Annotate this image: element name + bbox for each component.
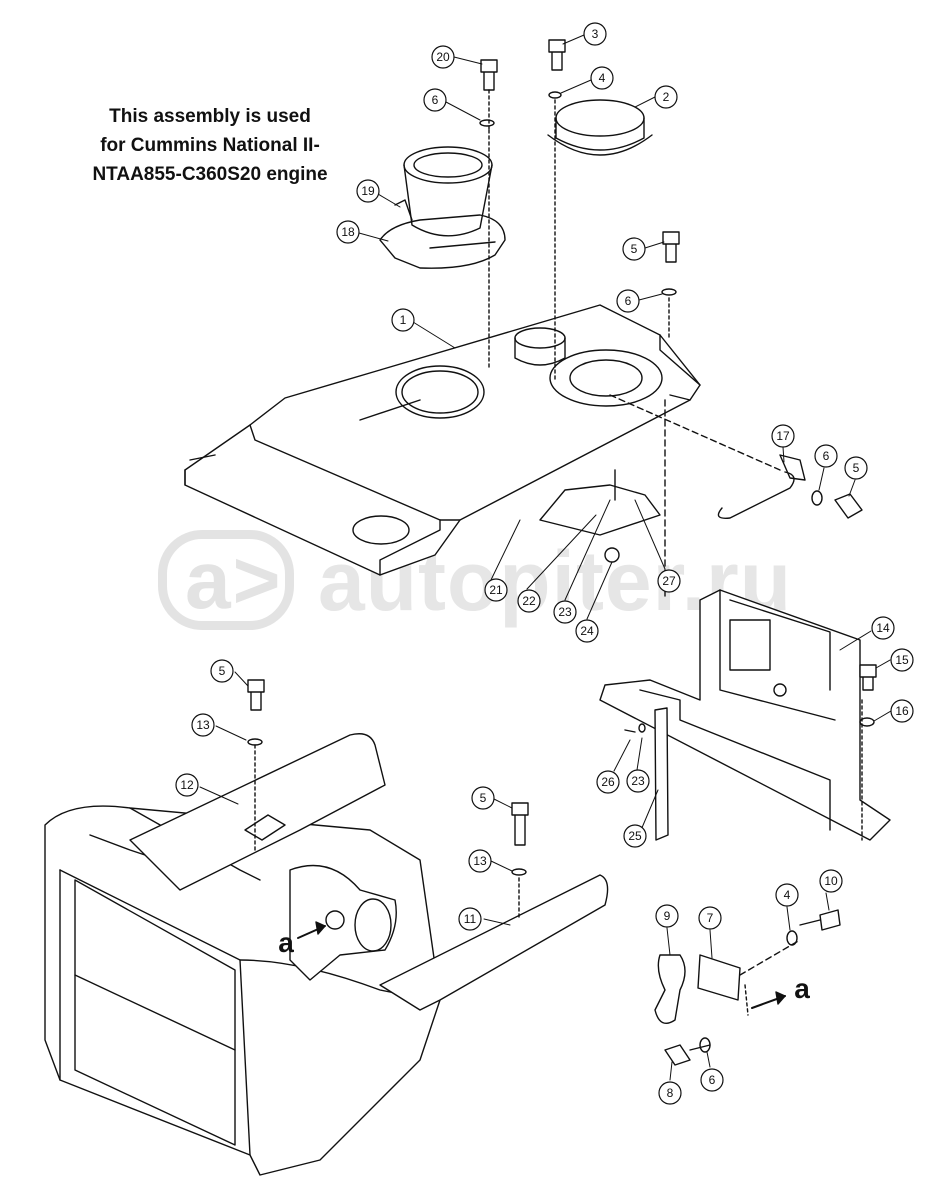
callout-12: 12 [175,773,199,797]
callout-13-left-label: 13 [196,718,210,732]
sensor-bracket-detail [654,909,841,1066]
callout-19: 19 [356,179,380,203]
callouts: 20 3 4 2 6 19 18 5 6 1 17 6 5 21 22 23 2… [175,22,914,1105]
callout-21-label: 21 [489,583,503,597]
callout-24-label: 24 [580,624,594,638]
callout-14: 14 [871,616,895,640]
callout-17: 17 [771,424,795,448]
callout-24: 24 [575,619,599,643]
leader-lines [199,34,892,1081]
callout-1: 1 [391,308,415,332]
callout-5-center-label: 5 [480,791,487,805]
view-marker-right: a [794,973,810,1004]
callout-18-label: 18 [341,225,355,239]
support-frame [599,399,891,841]
callout-18: 18 [336,220,360,244]
callout-27-label: 27 [662,574,676,588]
callout-5-left: 5 [210,659,234,683]
callout-26-label: 26 [601,775,615,789]
callout-6-top: 6 [423,88,447,112]
callout-23-center-label: 23 [558,605,572,619]
callout-5-center: 5 [471,786,495,810]
callout-2: 2 [654,85,678,109]
callout-22: 22 [517,589,541,613]
assembly-note-line-3: NTAA855-C360S20 engine [92,164,328,185]
assembly-note-line-1: This assembly is used [109,106,311,127]
callout-4-bottom: 4 [775,883,799,907]
assembly-note-line-2: for Cummins National II- [100,135,320,156]
callout-11-label: 11 [464,912,477,926]
callout-13-center-label: 13 [473,854,487,868]
callout-27: 27 [657,569,681,593]
callout-25: 25 [623,824,647,848]
callout-6-bottom-label: 6 [709,1073,716,1087]
assembly-note: This assembly is used for Cummins Nation… [60,102,360,189]
callout-6-bottom: 6 [700,1068,724,1092]
radiator-housing [44,805,441,1176]
callout-6-handle-label: 6 [823,449,830,463]
callout-9-label: 9 [664,909,671,923]
top-fasteners [479,39,680,381]
callout-10-label: 10 [824,874,838,888]
callout-16-label: 16 [895,704,909,718]
callout-1-label: 1 [400,313,407,327]
callout-4-top: 4 [590,66,614,90]
callout-17-label: 17 [776,429,790,443]
view-arrows [297,921,786,1009]
callout-8-label: 8 [667,1086,674,1100]
callout-11: 11 [458,907,482,931]
callout-13-center: 13 [468,849,492,873]
view-marker-left: a [278,927,294,958]
callout-25-label: 25 [628,829,642,843]
rain-cap [547,99,653,156]
handle [609,394,863,519]
callout-5-left-label: 5 [219,664,226,678]
callout-5-right-top: 5 [622,237,646,261]
gasket-disc [539,469,661,563]
callout-5-handle: 5 [844,456,868,480]
callout-6-right-top-label: 6 [625,294,632,308]
callout-23-bracket: 23 [626,769,650,793]
callout-8: 8 [658,1081,682,1105]
callout-15-label: 15 [895,653,909,667]
callout-7: 7 [698,906,722,930]
callout-7-label: 7 [707,911,714,925]
callout-19-label: 19 [361,184,375,198]
callout-20-label: 20 [436,50,450,64]
air-pipes [129,679,609,1011]
callout-5-right-top-label: 5 [631,242,638,256]
callout-16: 16 [890,699,914,723]
callout-14-label: 14 [876,621,890,635]
callout-3-label: 3 [592,27,599,41]
callout-5-handle-label: 5 [853,461,860,475]
callout-4-top-label: 4 [599,71,606,85]
callout-13-left: 13 [191,713,215,737]
callout-20: 20 [431,45,455,69]
callout-26: 26 [596,770,620,794]
callout-6-handle: 6 [814,444,838,468]
callout-6-top-label: 6 [432,93,439,107]
callout-6-right-top: 6 [616,289,640,313]
intake-elbow-assembly [379,146,506,269]
callout-10: 10 [819,869,843,893]
engine-hood-top-plate [184,304,701,576]
callout-12-label: 12 [180,778,194,792]
callout-2-label: 2 [663,90,670,104]
callout-15: 15 [890,648,914,672]
callout-3: 3 [583,22,607,46]
callout-22-label: 22 [522,594,536,608]
callout-23-center: 23 [553,600,577,624]
callout-21: 21 [484,578,508,602]
callout-9: 9 [655,904,679,928]
callout-23-bracket-label: 23 [631,774,645,788]
callout-4-bottom-label: 4 [784,888,791,902]
